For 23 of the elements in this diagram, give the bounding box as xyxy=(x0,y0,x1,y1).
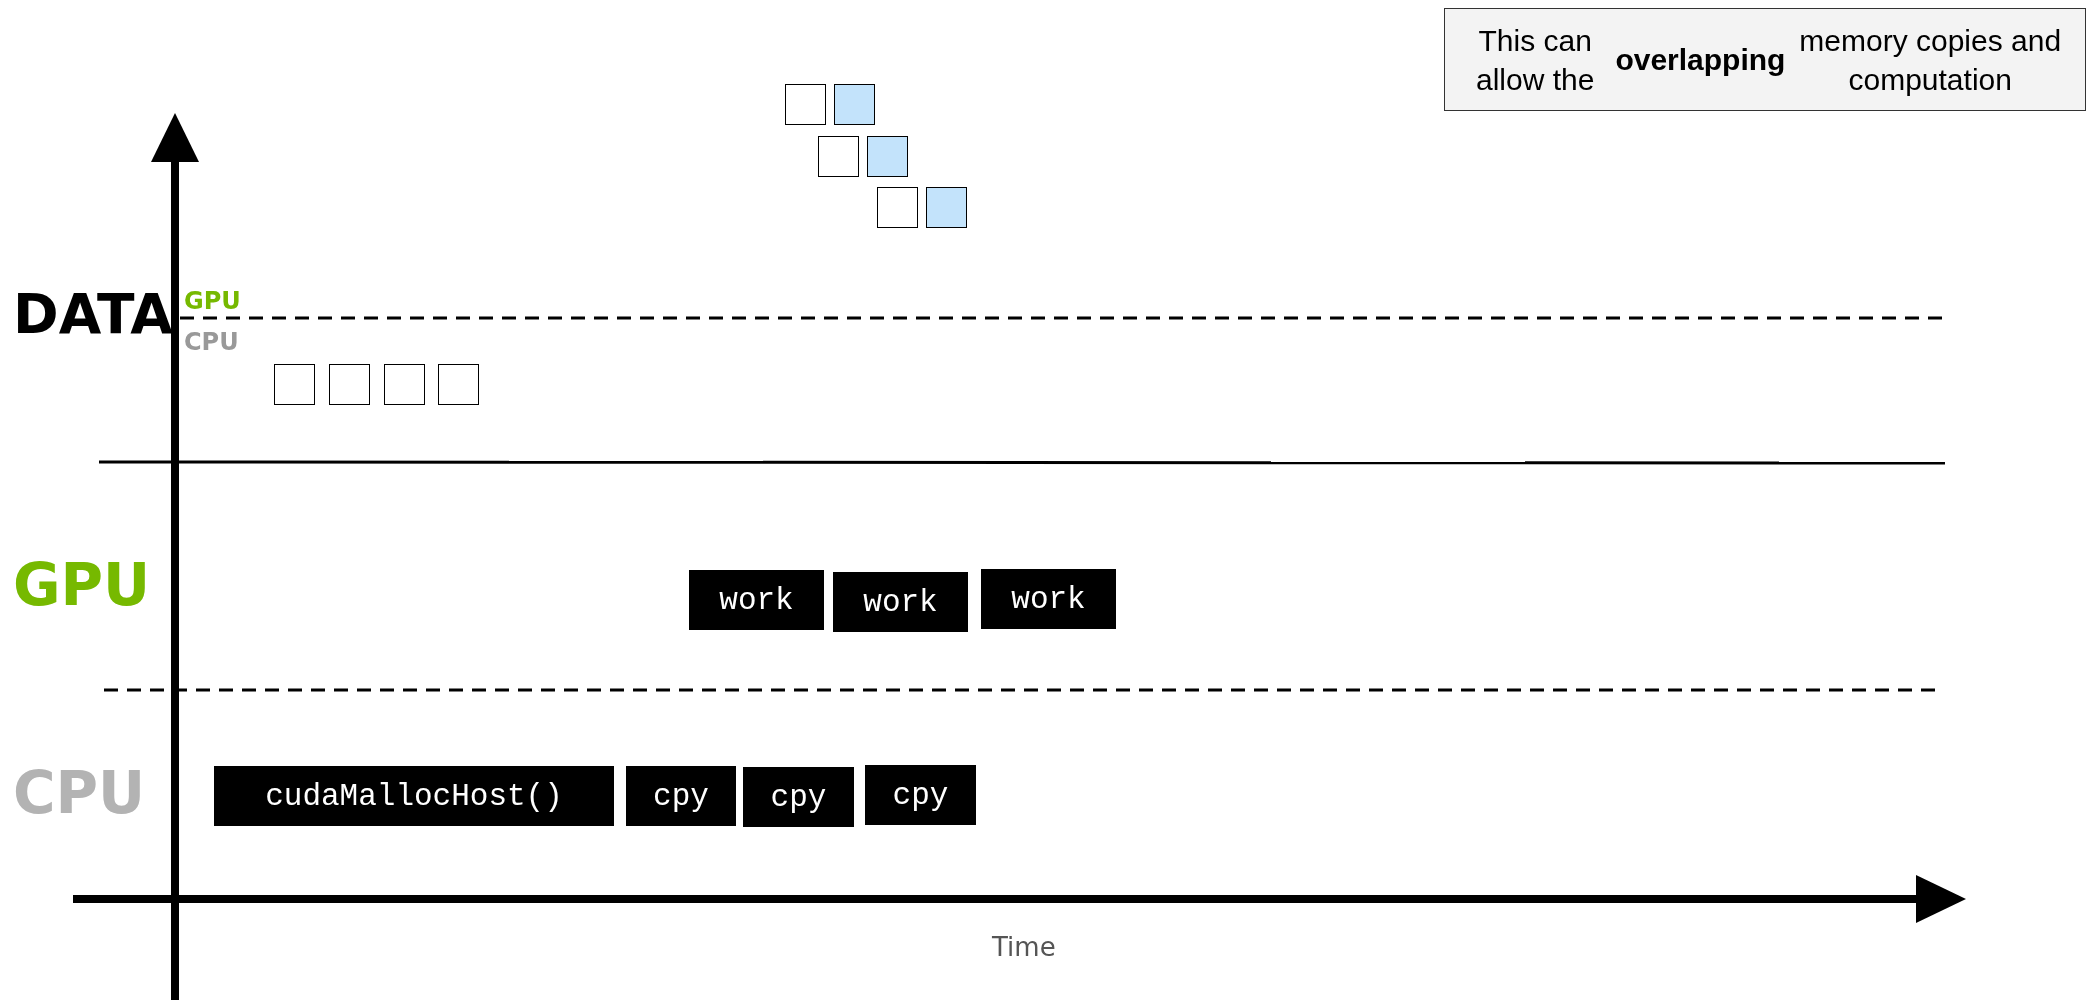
lane-label: CPU xyxy=(184,330,239,354)
data-heading: DATA xyxy=(13,287,173,342)
task-block: cpy xyxy=(865,765,976,825)
data-block xyxy=(274,364,315,405)
data-block xyxy=(867,136,908,177)
data-block xyxy=(877,187,918,228)
data-block xyxy=(438,364,479,405)
task-block: work xyxy=(833,572,968,632)
lane-heading: CPU xyxy=(13,764,146,822)
data-block xyxy=(818,136,859,177)
axis-label: Time xyxy=(992,934,1056,960)
task-block: work xyxy=(981,569,1116,629)
data-block xyxy=(926,187,967,228)
data-block xyxy=(384,364,425,405)
lane-label: GPU xyxy=(184,289,241,313)
lane-heading: GPU xyxy=(13,556,151,614)
data-block xyxy=(329,364,370,405)
task-block: cpy xyxy=(743,767,854,827)
data-block xyxy=(785,84,826,125)
task-block: cudaMallocHost() xyxy=(214,766,614,826)
task-block: cpy xyxy=(626,766,736,826)
data-block xyxy=(834,84,875,125)
task-block: work xyxy=(689,570,824,630)
